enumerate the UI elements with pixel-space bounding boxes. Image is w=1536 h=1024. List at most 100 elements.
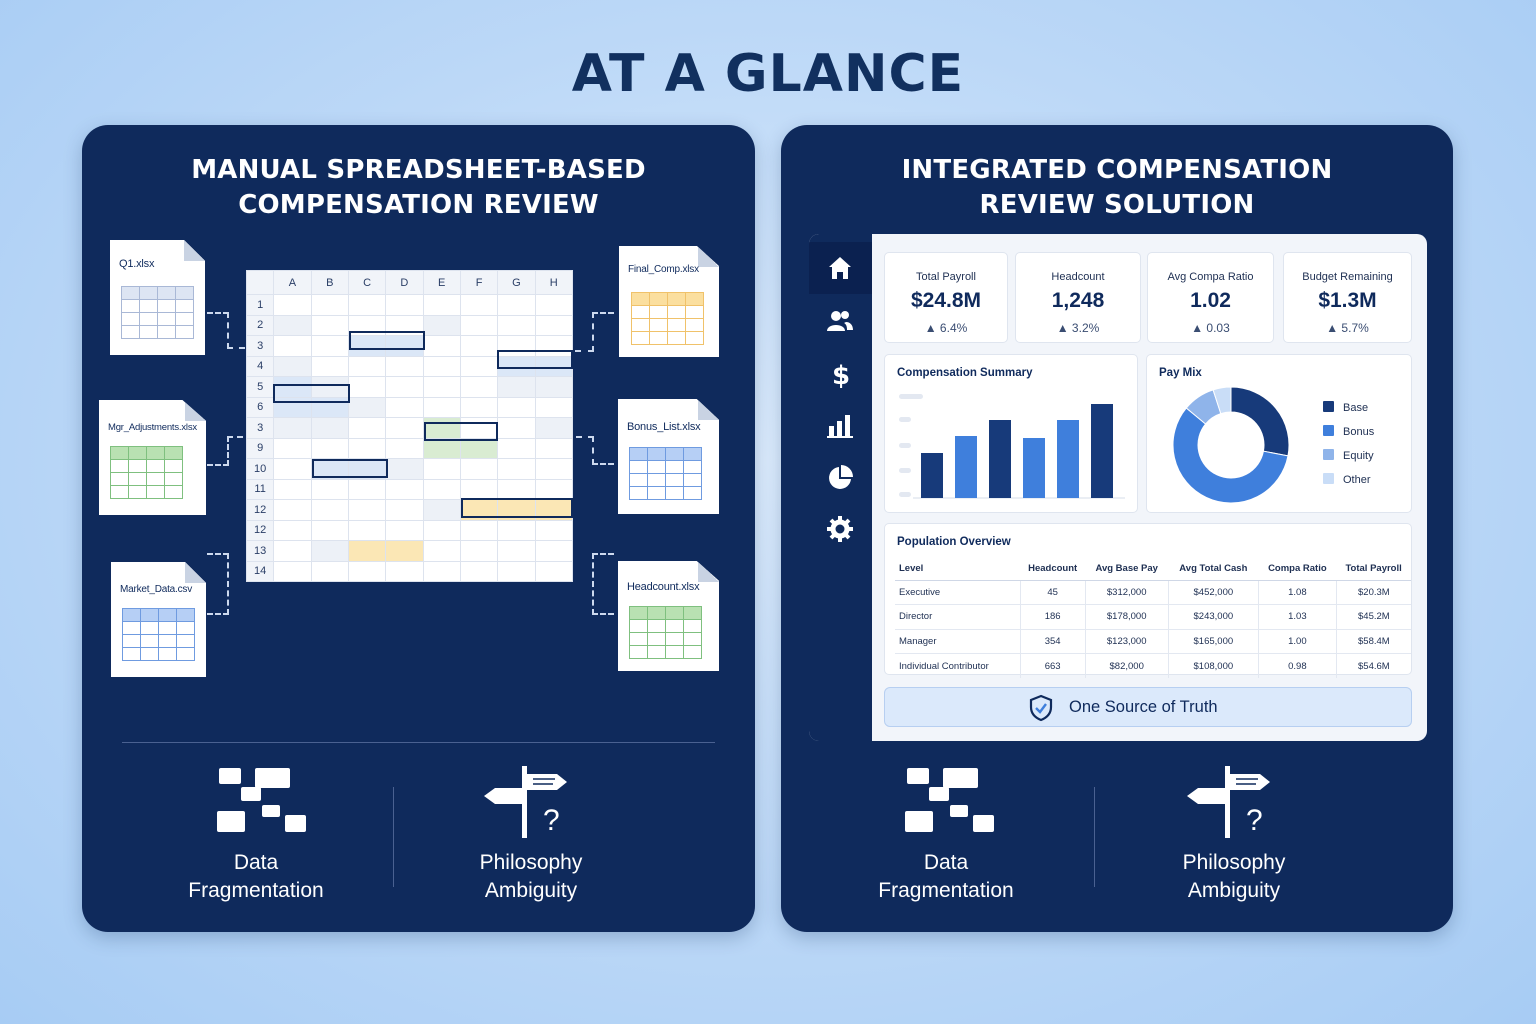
pay-mix-donut-chart [1172,386,1290,504]
compensation-bar-chart [899,394,1125,499]
home-icon[interactable] [826,254,854,282]
column-header: D [385,270,424,295]
column-divider [393,787,394,887]
bar-6 [1091,404,1113,498]
row-header: 1 [245,294,275,316]
population-table: Level Headcount Avg Base Pay Avg Total C… [895,558,1411,678]
file-name: Mgr_Adjustments.xlsx [108,422,197,433]
table-header: Avg Base Pay [1085,558,1169,581]
table-header: Level [895,558,1021,581]
connector-line [575,350,594,352]
legend-item-other: Other [1323,473,1371,486]
kpi-card-headcount: Headcount 1,248 ▲ 3.2% [1015,252,1141,343]
fragmented-blocks-icon [904,766,996,834]
kpi-card-avg-compa-ratio: Avg Compa Ratio 1.02 ▲ 0.03 [1147,252,1274,343]
table-header: Compa Ratio [1258,558,1337,581]
legend-item-equity: Equity [1323,449,1374,462]
connector-line [592,436,614,465]
bar-3 [989,420,1011,498]
row-header: 3 [245,335,275,357]
bar-4 [1023,438,1045,498]
column-header: E [422,270,461,295]
section-divider [122,742,715,743]
signpost-question-icon: ? [1186,766,1272,838]
main-spreadsheet: A B C D E F G H 1 2 3 4 5 6 3 9 10 11 12… [245,270,574,582]
dashboard-sidebar: $ [809,234,872,741]
slice-bonus [1172,407,1289,504]
row-header: 12 [245,499,275,521]
kpi-label: Budget Remaining [1302,271,1393,283]
file-name: Q1.xlsx [119,258,155,270]
row-header: 6 [245,396,275,418]
users-icon[interactable] [826,307,854,335]
connector-line [207,553,229,615]
kpi-card-budget-remaining: Budget Remaining $1.3M ▲ 5.7% [1283,252,1412,343]
column-divider [1094,787,1095,887]
legend-item-bonus: Bonus [1323,425,1374,438]
gear-icon[interactable] [826,515,854,543]
file-name: Final_Comp.xlsx [628,264,699,275]
file-icon-mgr-adjustments: Mgr_Adjustments.xlsx [99,400,206,515]
row-header: 12 [245,519,275,541]
issue-label-data-fragmentation: Data Fragmentation [188,851,324,902]
connector-line [592,553,614,615]
file-icon-market-data: Market_Data.csv [111,562,206,677]
bar-2 [955,436,977,498]
table-header: Avg Total Cash [1168,558,1259,581]
card-title: Pay Mix [1159,367,1202,379]
file-icon-q1: Q1.xlsx [110,240,205,355]
table-header: Total Payroll [1336,558,1411,581]
issue-label-philosophy-ambiguity: Philosophy Ambiguity [1182,851,1286,902]
row-header: 2 [245,314,275,336]
row-header: 13 [245,540,275,562]
compensation-summary-card: Compensation Summary [884,354,1138,513]
population-overview-card: Population Overview Level Headcount Avg … [884,523,1412,678]
svg-text:$: $ [832,361,850,388]
kpi-value: 1,248 [1051,289,1105,312]
svg-text:?: ? [543,804,560,837]
file-icon-bonus-list: Bonus_List.xlsx [618,399,719,514]
kpi-value: 1.02 [1190,289,1231,312]
file-name: Market_Data.csv [120,584,193,595]
connector-line [207,553,229,615]
page-title: AT A GLANCE [571,44,965,104]
row-header: 9 [245,437,275,459]
card-title: Compensation Summary [897,367,1033,379]
signpost-question-icon: ? [483,766,569,838]
bar-chart-icon[interactable] [826,412,854,440]
issue-label-philosophy-ambiguity: Philosophy Ambiguity [479,851,583,902]
file-icon-final-comp: Final_Comp.xlsx [619,246,719,357]
manual-panel-title: MANUAL SPREADSHEET-BASED COMPENSATION RE… [191,155,646,220]
kpi-value: $1.3M [1318,289,1377,312]
row-header: 11 [245,478,275,500]
legend-item-base: Base [1323,401,1368,414]
row-header: 3 [245,417,275,439]
connector-line [576,436,594,438]
dashboard-window: $ Total Payroll $24.8M ▲ 6.4% Headcount … [809,234,1427,741]
file-name: Bonus_List.xlsx [627,421,701,433]
column-header: A [273,270,312,295]
connector-line [227,436,243,438]
kpi-delta: ▲ 5.7% [1326,321,1369,335]
dollar-icon[interactable]: $ [826,360,854,388]
pay-mix-card: Pay Mix Base Bonus Equity Other [1146,354,1412,513]
row-header: 4 [245,355,275,377]
kpi-delta: ▲ 3.2% [1056,321,1100,335]
connector-line [227,347,245,349]
kpi-card-total-payroll: Total Payroll $24.8M ▲ 6.4% [884,252,1008,343]
table-header: Headcount [1020,558,1086,581]
kpi-label: Headcount [1051,271,1105,283]
pie-chart-icon[interactable] [826,464,854,492]
connector-line [207,312,229,349]
column-header: B [310,270,349,295]
kpi-delta: ▲ 0.03 [1191,321,1230,335]
kpi-value: $24.8M [910,289,982,312]
connector-line [207,436,229,466]
row-header: 5 [245,376,275,398]
svg-text:?: ? [1246,804,1263,837]
bar-5 [1057,420,1079,498]
connector-line [592,553,614,615]
